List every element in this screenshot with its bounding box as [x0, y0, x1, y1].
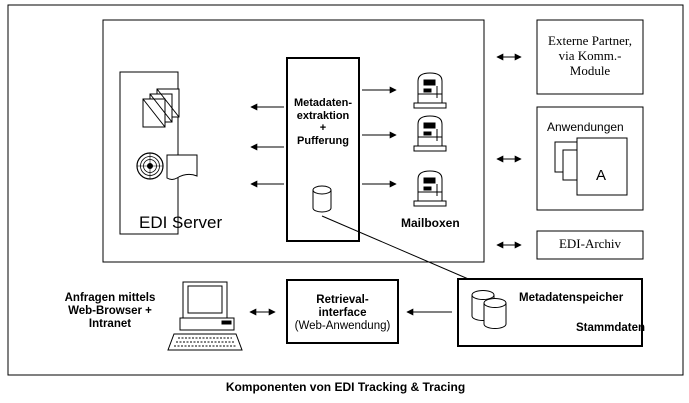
metadata-block-line-4: Pufferung: [297, 134, 349, 147]
mailbox-icon: [413, 115, 447, 152]
mailbox-icon: [413, 170, 447, 207]
computer-icon: [167, 281, 243, 351]
external-partners-label: Externe Partner, via Komm.- Module: [537, 33, 643, 79]
edi-server-label: EDI Server: [139, 213, 223, 232]
external-partners-box: [536, 19, 644, 95]
external-partners-line-1: Externe Partner,: [548, 33, 632, 48]
metadata-block-line-3: +: [319, 122, 327, 135]
edi-archive-label: EDI-Archiv: [558, 236, 622, 251]
metadata-block-line-1: Metadaten-: [293, 97, 353, 109]
queries-line-2: Web-Browser +: [68, 305, 152, 318]
retrieval-interface-box: [286, 279, 399, 344]
queries-line-1: Anfragen mittels: [64, 292, 156, 304]
external-partners-line-3: Module: [569, 62, 611, 78]
disc-icon: [136, 152, 164, 180]
metadata-store-label: Metadatenspeicher: [519, 292, 624, 304]
metadata-block-label: Metadaten- extraktion + Pufferung: [287, 97, 359, 148]
application-windows-icon: [554, 137, 628, 196]
master-data-label: Stammdaten: [576, 322, 646, 334]
arrow-to-metadata-store: [321, 215, 481, 285]
metadata-store-database-icon: [471, 290, 507, 329]
applications-label: Anwendungen: [547, 120, 624, 134]
mailbox-icon: [413, 72, 447, 109]
edi-archive-box: [536, 230, 644, 260]
metadata-extraction-block: [286, 57, 360, 242]
document-stack-icon: [119, 71, 180, 235]
buffer-database-icon: [312, 185, 332, 213]
retrieval-line-2: interface: [318, 307, 367, 320]
application-inner-label: A: [596, 167, 607, 184]
queries-line-3: Intranet: [88, 318, 132, 331]
outer-frame: [7, 4, 684, 376]
queries-label: Anfragen mittels Web-Browser + Intranet: [45, 292, 175, 332]
edi-server-box: [102, 19, 485, 263]
retrieval-interface-label: Retrieval- interface (Web-Anwendung): [287, 294, 398, 334]
metadata-block-line-2: extraktion: [296, 109, 350, 122]
figure-caption: Komponenten von EDI Tracking & Tracing: [225, 380, 466, 394]
retrieval-line-1: Retrieval-: [316, 294, 369, 306]
paper-icon: [166, 154, 198, 180]
retrieval-line-3: (Web-Anwendung): [294, 320, 391, 333]
external-partners-line-2: via Komm.-: [558, 47, 622, 63]
mailboxes-label: Mailboxen: [401, 216, 460, 230]
